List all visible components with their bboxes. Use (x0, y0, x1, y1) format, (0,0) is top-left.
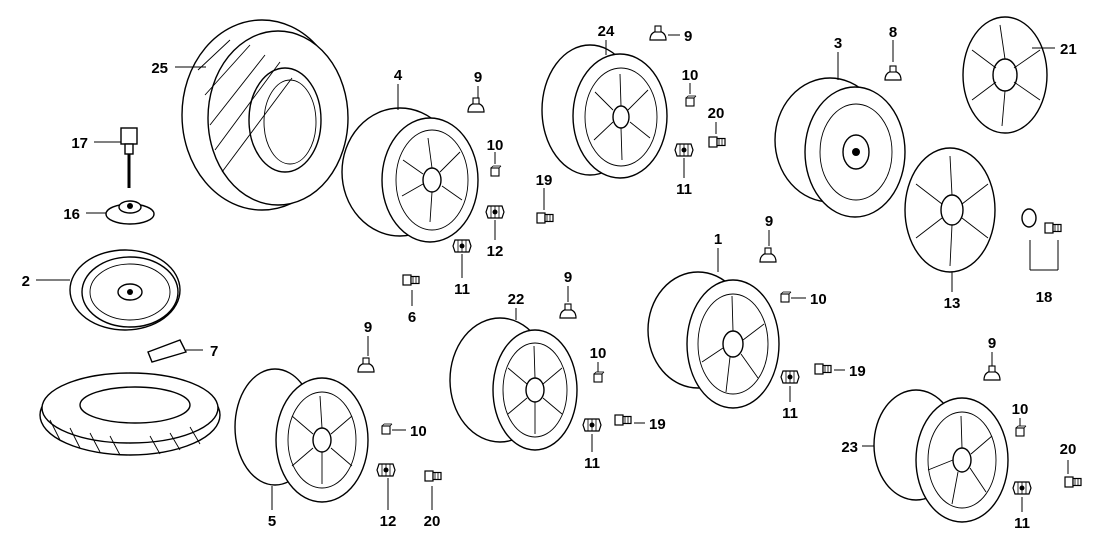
callout-4: 4 (394, 67, 403, 84)
callout-11d: 11 (584, 455, 600, 472)
callout-9a: 9 (474, 69, 482, 86)
spare-wheel-2 (69, 249, 181, 331)
callout-1: 1 (714, 231, 722, 248)
callout-9f: 9 (988, 335, 996, 352)
callout-9e: 9 (364, 319, 372, 336)
cube-10c (780, 291, 792, 303)
wheel-3 (774, 77, 906, 218)
weight-9c (759, 247, 777, 263)
nut-12b (376, 463, 396, 477)
wheel-cover-13 (904, 147, 996, 273)
bolt-20b (424, 470, 442, 482)
callout-19a: 19 (536, 172, 553, 189)
callout-24: 24 (598, 23, 615, 40)
callout-9d: 9 (564, 269, 572, 286)
callout-11c: 11 (782, 405, 798, 422)
weight-8 (884, 65, 902, 81)
callout-9c: 9 (765, 213, 773, 230)
nut-11d (582, 418, 602, 432)
callout-3: 3 (834, 35, 842, 52)
wheel-4 (341, 107, 479, 243)
nut-11c (780, 370, 800, 384)
callout-10e: 10 (410, 423, 427, 440)
callout-23: 23 (841, 439, 858, 456)
callout-11a: 11 (454, 281, 470, 298)
nut-11b (674, 143, 694, 157)
callout-11b: 11 (676, 181, 692, 198)
callout-13: 13 (944, 295, 961, 312)
wheel-24 (541, 44, 668, 179)
weight-9a (467, 97, 485, 113)
callout-2: 2 (22, 273, 30, 290)
wheel-22 (449, 317, 578, 451)
valve-17 (120, 127, 138, 188)
callout-17: 17 (71, 135, 88, 152)
cube-10f (1015, 425, 1027, 437)
callout-20a: 20 (708, 105, 725, 122)
weight-9b (649, 25, 667, 41)
callout-19c: 19 (649, 416, 666, 433)
cube-10e (381, 423, 393, 435)
spare-nut-16 (105, 200, 155, 225)
bolt-20a (708, 136, 726, 148)
valve-18 (1021, 208, 1062, 271)
callout-7: 7 (210, 343, 218, 360)
wheel-23 (873, 389, 1009, 523)
callout-20b: 20 (424, 513, 441, 530)
callout-20c: 20 (1060, 441, 1077, 458)
callout-10a: 10 (487, 137, 504, 154)
bolt-19c (614, 414, 632, 426)
bolt-20c (1064, 476, 1082, 488)
wheel-cover-21 (962, 16, 1048, 134)
callout-12a: 12 (487, 243, 504, 260)
weight-9f (983, 365, 1001, 381)
callout-18: 18 (1036, 289, 1053, 306)
cube-10a (490, 165, 502, 177)
callout-12b: 12 (380, 513, 397, 530)
callout-10f: 10 (1012, 401, 1029, 418)
callout-6: 6 (408, 309, 416, 326)
wheel-1 (647, 271, 780, 409)
weight-9e (357, 357, 375, 373)
callout-8: 8 (889, 24, 897, 41)
callout-22: 22 (508, 291, 525, 308)
nut-12a (485, 205, 505, 219)
nut-11e (1012, 481, 1032, 495)
bolt-19a (536, 212, 554, 224)
bolt-6 (402, 274, 420, 286)
callout-10c: 10 (810, 291, 827, 308)
tire-25 (181, 19, 349, 211)
nut-11a (452, 239, 472, 253)
spare-tire (39, 372, 221, 456)
callout-11e: 11 (1014, 515, 1030, 532)
wheel-5 (234, 368, 369, 503)
weight-9d (559, 303, 577, 319)
label-strip-7 (147, 339, 188, 363)
bolt-19b (814, 363, 832, 375)
cube-10d (593, 371, 605, 383)
callout-16: 16 (63, 206, 80, 223)
callout-5: 5 (268, 513, 276, 530)
callout-25: 25 (151, 60, 168, 77)
callout-10b: 10 (682, 67, 699, 84)
callout-10d: 10 (590, 345, 607, 362)
cube-10b (685, 95, 697, 107)
callout-9b: 9 (684, 28, 692, 45)
callout-21: 21 (1060, 41, 1077, 58)
callout-19b: 19 (849, 363, 866, 380)
